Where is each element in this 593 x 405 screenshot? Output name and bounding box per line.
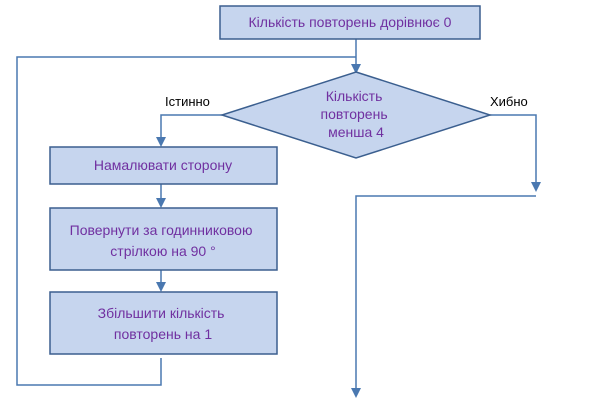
step-turn-clockwise: Повернути за годинниковою стрілкою на 90… [49,207,278,271]
start-box-text: Кількість повторень дорівнює 0 [249,14,452,30]
connector-false-branch [490,114,541,192]
step-turn-line-2: стрілкою на 90 ° [110,243,215,259]
step-draw-side: Намалювати сторону [49,146,278,185]
step-turn-text: Повернути за годинниковою стрілкою на 90… [70,222,257,259]
connector-exit [351,195,536,398]
step-turn-line-1: Повернути за годинниковою [70,222,253,238]
connector-true-branch [156,114,222,147]
connector-loop-back [16,56,356,386]
true-branch-label: Істинно [165,94,210,109]
decision-text: Кількість повторень менша 4 [320,88,391,140]
decision-diamond: Кількість повторень менша 4 [219,71,493,159]
decision-line-1: Кількість [326,88,383,104]
decision-line-3: менша 4 [328,124,384,140]
step-draw-text: Намалювати сторону [94,157,232,173]
step-increment-line-1: Збільшити кількість [98,305,225,321]
step-increment-counter: Збільшити кількість повторень на 1 [49,291,278,355]
connectors [16,39,541,398]
step-increment-line-2: повторень на 1 [114,326,212,342]
step-increment-text: Збільшити кількість повторень на 1 [98,305,229,342]
decision-line-2: повторень [320,106,387,122]
false-branch-label: Хибно [490,94,528,109]
start-box: Кількість повторень дорівнює 0 [219,5,481,40]
